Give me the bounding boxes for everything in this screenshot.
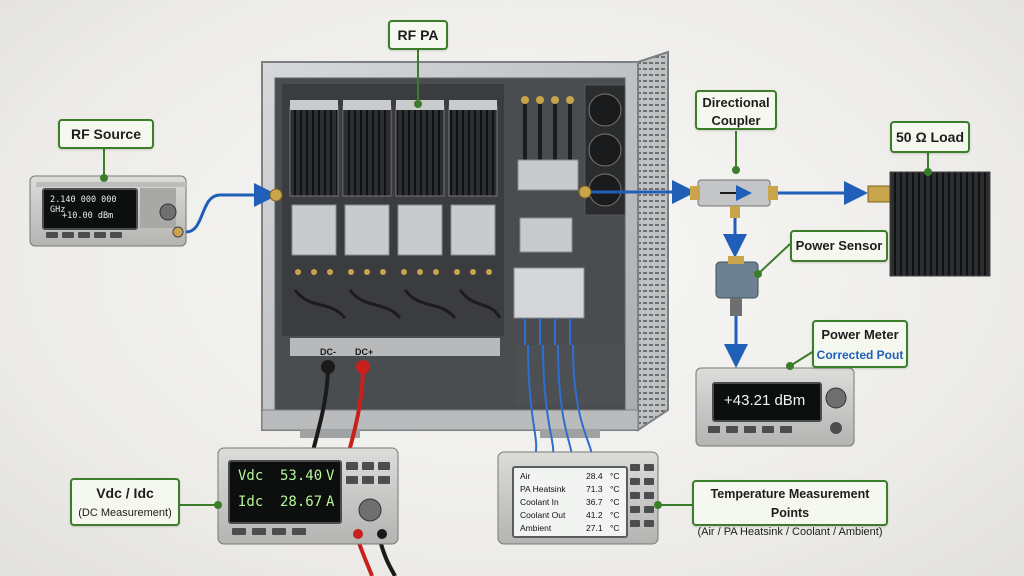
dummy-load (867, 171, 991, 277)
temp-row: Air 28.4 °C (520, 471, 622, 483)
dc-neg-cable (310, 364, 330, 456)
combiner-section (513, 84, 626, 405)
callout-dots (100, 100, 932, 509)
callout-leaders (103, 49, 929, 506)
temp-label: Coolant Out (520, 510, 566, 520)
temp-value: 41.2 (586, 510, 603, 520)
power-meter-readout: +43.21 dBm (724, 392, 806, 409)
callout-coupler-line2: Coupler (711, 113, 761, 128)
callout-temperature-points: Temperature Measurement Points (Air / PA… (692, 480, 888, 538)
temp-row: PA Heatsink 71.3 °C (520, 484, 622, 496)
dc-current-unit: A (326, 494, 335, 510)
callout-directional-coupler: Directional Coupler (695, 90, 777, 130)
temp-label: Air (520, 471, 531, 481)
temp-value: 71.3 (586, 484, 603, 494)
temp-value: 28.4 (586, 471, 603, 481)
temp-label: PA Heatsink (520, 484, 566, 494)
dc-neg-terminal (321, 360, 335, 374)
pa-module (289, 100, 339, 275)
temp-unit: °C (610, 484, 620, 494)
callout-power-meter-text: Power Meter (821, 327, 899, 342)
callout-rf-source: RF Source (58, 119, 154, 149)
temp-label: Coolant In (520, 497, 559, 507)
dc-neg-label: DC- (320, 347, 336, 357)
callout-load: 50 Ω Load (890, 121, 970, 153)
dc-current-label: Idc (238, 494, 264, 510)
power-meter-screen: +43.21 dBm (712, 382, 822, 422)
temperature-screen: Air 28.4 °C PA Heatsink 71.3 °C Coolant … (512, 466, 628, 538)
power-sensor-device (715, 256, 759, 316)
temp-row: Coolant In 36.7 °C (520, 497, 622, 509)
callout-rf-pa: RF PA (388, 20, 448, 50)
temp-value: 27.1 (586, 523, 603, 533)
dc-current-value: 28.67 (280, 494, 323, 510)
pa-module (395, 100, 445, 275)
dc-voltage-unit: V (326, 468, 335, 484)
callout-temp-sub: (Air / PA Heatsink / Coolant / Ambient) (697, 526, 883, 538)
callout-power-meter-sub: Corrected Pout (816, 348, 904, 362)
callout-dc-sub: (DC Measurement) (78, 507, 172, 519)
callout-power-sensor: Power Sensor (790, 230, 888, 262)
callout-coupler-line1: Directional (702, 95, 770, 110)
rf-source-screen: 2.140 000 000 GHz +10.00 dBm (42, 188, 138, 230)
pa-module (448, 100, 498, 275)
dc-pos-cable (346, 364, 365, 456)
dc-supply-screen: Vdc 53.40 V Idc 28.67 A (228, 460, 342, 524)
callout-dc-measurement: Vdc / Idc (DC Measurement) (70, 478, 180, 526)
dc-row-voltage: Vdc 53.40 V (238, 468, 334, 488)
dc-voltage-value: 53.40 (280, 468, 323, 484)
callout-dc-text: Vdc / Idc (96, 485, 154, 501)
callout-power-sensor-text: Power Sensor (795, 238, 883, 253)
rf-input-cable (185, 183, 278, 234)
temp-row: Ambient 27.1 °C (520, 523, 622, 535)
temp-row: Coolant Out 41.2 °C (520, 510, 622, 522)
rf-frequency-readout: 2.140 000 000 GHz (50, 195, 117, 215)
callout-power-meter: Power Meter Corrected Pout (812, 320, 908, 368)
callout-rf-pa-text: RF PA (397, 27, 439, 43)
temp-unit: °C (610, 471, 620, 481)
dc-row-current: Idc 28.67 A (238, 494, 334, 514)
callout-temp-text: Temperature Measurement Points (710, 487, 870, 520)
dc-pos-terminal (356, 360, 370, 374)
temp-value: 36.7 (586, 497, 603, 507)
rf-power-readout: +10.00 dBm (62, 211, 114, 221)
temp-unit: °C (610, 510, 620, 520)
cabinet-door (637, 50, 669, 432)
temp-unit: °C (610, 523, 620, 533)
dc-voltage-label: Vdc (238, 468, 264, 484)
pa-module (342, 100, 392, 275)
callout-load-text: 50 Ω Load (895, 129, 965, 145)
temperature-cables (527, 344, 593, 456)
directional-coupler-device (690, 179, 778, 218)
temp-label: Ambient (520, 523, 552, 533)
callout-rf-source-text: RF Source (70, 126, 141, 142)
temp-unit: °C (610, 497, 620, 507)
dc-pos-label: DC+ (355, 347, 374, 357)
